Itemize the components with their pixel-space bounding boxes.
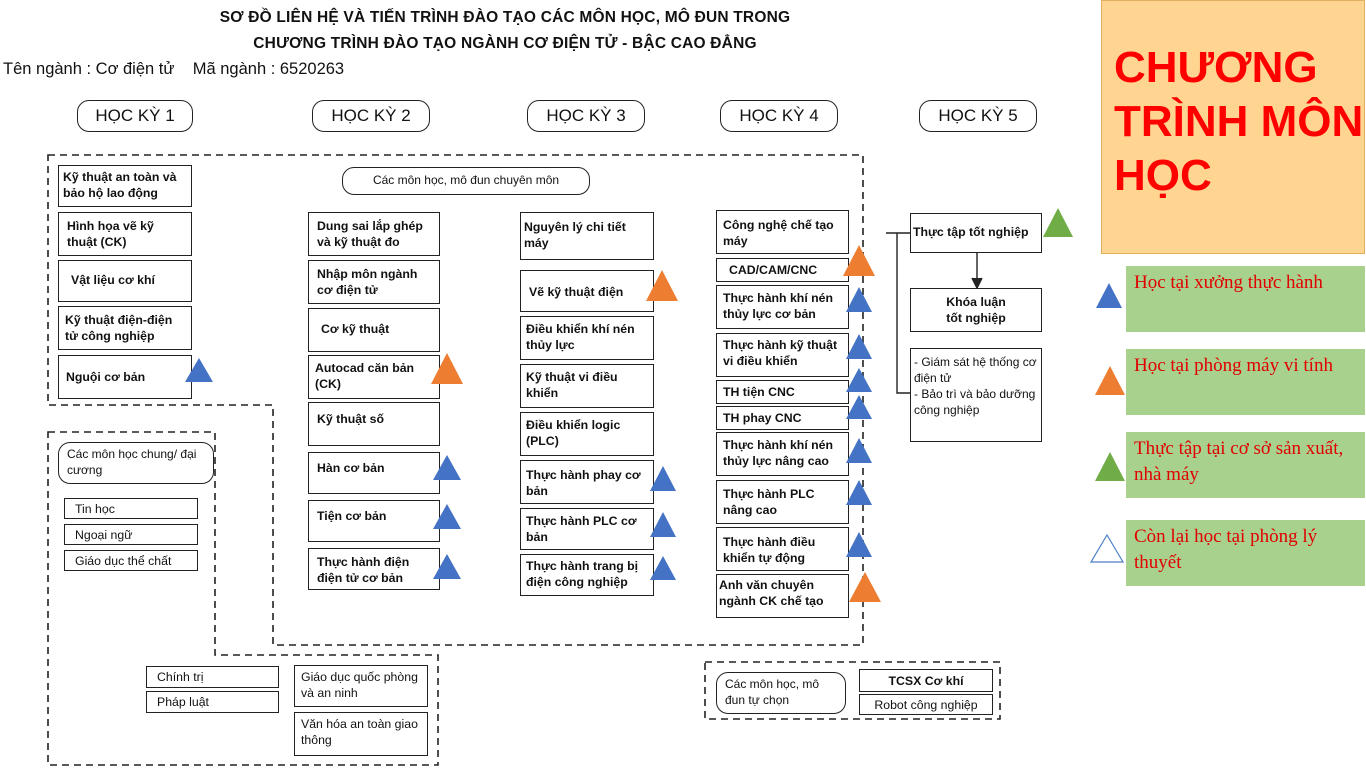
subject-box: Kỹ thuật an toàn và bảo hộ lao động — [58, 165, 192, 207]
legend-item-workshop: Học tại xưởng thực hành — [1126, 266, 1365, 332]
program-title: CHƯƠNG TRÌNH MÔN HỌC — [1101, 0, 1365, 254]
general-subject-box: Văn hóa an toàn giao thông — [294, 712, 428, 756]
subject-box: Vẽ kỹ thuật điện — [520, 270, 654, 312]
group-general-label: Các môn học chung/ đại cương — [58, 442, 214, 484]
orange-triangle-icon — [1095, 366, 1125, 395]
blue-triangle-icon — [185, 358, 213, 382]
subject-box: Autocad căn bản (CK) — [308, 355, 440, 399]
subject-box: Kỹ thuật điện-điện tử công nghiệp — [58, 306, 192, 350]
orange-triangle-icon — [646, 270, 678, 301]
green-triangle-icon — [1095, 452, 1125, 481]
green-triangle-icons — [1043, 208, 1073, 237]
elective-subject-box: TCSX Cơ khí — [859, 669, 993, 692]
blue-triangle-icon — [846, 395, 872, 419]
blue-triangle-icon — [650, 512, 676, 537]
semester-4: HỌC KỲ 4 — [720, 100, 838, 132]
group-specialized-label: Các môn học, mô đun chuyên môn — [342, 167, 590, 195]
subject-box: Nguyên lý chi tiết máy — [520, 212, 654, 260]
general-subject-box: Ngoại ngữ — [64, 524, 198, 545]
subject-box: Kỹ thuật số — [308, 402, 440, 446]
subject-box: Thực hành PLC nâng cao — [716, 480, 849, 524]
alternative-item: - Bảo trì và bảo dưỡng công nghiệp — [914, 387, 1036, 417]
subject-box: Hàn cơ bản — [308, 452, 440, 494]
blue-triangle-icon — [846, 480, 872, 505]
blue-triangle-icon — [1096, 283, 1122, 308]
major-code: Mã ngành : 6520263 — [192, 60, 345, 78]
subject-box: Điều khiển khí nén thủy lực — [520, 316, 654, 360]
diagram-title-line1: SƠ ĐỒ LIÊN HỆ VÀ TIẾN TRÌNH ĐÀO TẠO CÁC … — [219, 9, 791, 26]
major-info: Tên ngành : Cơ điện tử Mã ngành : 652026… — [3, 60, 344, 79]
semester-2: HỌC KỲ 2 — [312, 100, 430, 132]
orange-triangle-icon — [431, 353, 463, 384]
subject-box: Anh văn chuyên ngành CK chế tạo — [716, 574, 849, 618]
subject-box: Thực hành trang bị điện công nghiệp — [520, 554, 654, 596]
blue-triangle-icon — [846, 334, 872, 359]
group-elective-label: Các môn học, mô đun tự chọn — [716, 672, 846, 714]
general-subject-box: Giáo dục thể chất — [64, 550, 198, 571]
legend-item-factory: Thực tập tại cơ sở sản xuất, nhà máy — [1126, 432, 1365, 498]
blue-triangle-icon — [650, 556, 676, 580]
alternative-item: - Giám sát hệ thống cơ điện tử — [914, 355, 1037, 385]
subject-box: Điều khiển logic (PLC) — [520, 412, 654, 456]
blue-triangle-icon — [846, 438, 872, 463]
subject-box: Thực hành phay cơ bản — [520, 460, 654, 504]
general-subject-box: Pháp luật — [146, 691, 279, 713]
subject-box: Dung sai lắp ghép và kỹ thuật đo — [308, 212, 440, 256]
blue-triangle-icon — [846, 368, 872, 392]
subject-box: Nhập môn ngành cơ điện tử — [308, 260, 440, 304]
subject-box: Kỹ thuật vi điều khiển — [520, 364, 654, 408]
major-name: Tên ngành : Cơ điện tử — [3, 60, 175, 78]
general-subject-box: Tin học — [64, 498, 198, 519]
outline-triangle-icon — [1089, 533, 1125, 563]
orange-triangle-icons — [431, 245, 881, 602]
subject-box: Thực hành điều khiển tự động — [716, 527, 849, 571]
subject-box: Thực hành khí nén thủy lực nâng cao — [716, 432, 849, 476]
subject-box: Nguội cơ bản — [58, 355, 192, 399]
subject-box: Thực hành PLC cơ bản — [520, 508, 654, 550]
blue-triangle-icon — [433, 504, 461, 529]
thesis-box: Khóa luận tốt nghiệp — [910, 288, 1042, 332]
general-subject-box: Chính trị — [146, 666, 279, 688]
diagram-title-line2: CHƯƠNG TRÌNH ĐÀO TẠO NGÀNH CƠ ĐIỆN TỬ - … — [253, 35, 757, 52]
subject-box: Thực hành khí nén thủy lực cơ bản — [716, 285, 849, 329]
blue-triangle-icon — [433, 554, 461, 579]
semester-5: HỌC KỲ 5 — [919, 100, 1037, 132]
legend-item-theory-room: Còn lại học tại phòng lý thuyết — [1126, 520, 1365, 586]
green-triangle-icon — [1043, 208, 1073, 237]
orange-triangle-icon — [843, 245, 875, 276]
subject-box: Vật liệu cơ khí — [58, 260, 192, 302]
internship-box: Thực tập tốt nghiệp — [910, 213, 1042, 253]
subject-box: TH phay CNC — [716, 406, 849, 430]
subject-box: Thực hành kỹ thuật vi điều khiển — [716, 333, 849, 377]
blue-triangle-icon — [846, 532, 872, 557]
orange-triangle-icon — [849, 572, 881, 602]
legend-item-computer-room: Học tại phòng máy vi tính — [1126, 349, 1365, 415]
subject-box: Thực hành điện điện tử cơ bản — [308, 548, 440, 590]
semester-3: HỌC KỲ 3 — [527, 100, 645, 132]
thesis-alternatives-box: - Giám sát hệ thống cơ điện tử - Bảo trì… — [910, 348, 1042, 442]
blue-triangle-icon — [846, 287, 872, 312]
subject-box: Hình họa vẽ kỹ thuật (CK) — [58, 212, 192, 256]
semester-1: HỌC KỲ 1 — [77, 100, 193, 132]
subject-box: Cơ kỹ thuật — [308, 308, 440, 352]
blue-triangle-icon — [433, 455, 461, 480]
blue-triangle-icons — [185, 287, 872, 580]
blue-triangle-icon — [650, 466, 676, 491]
subject-box: Công nghệ chế tạo máy — [716, 210, 849, 254]
elective-subject-box: Robot công nghiệp — [859, 694, 993, 715]
general-subject-box: Giáo dục quốc phòng và an ninh — [294, 665, 428, 707]
